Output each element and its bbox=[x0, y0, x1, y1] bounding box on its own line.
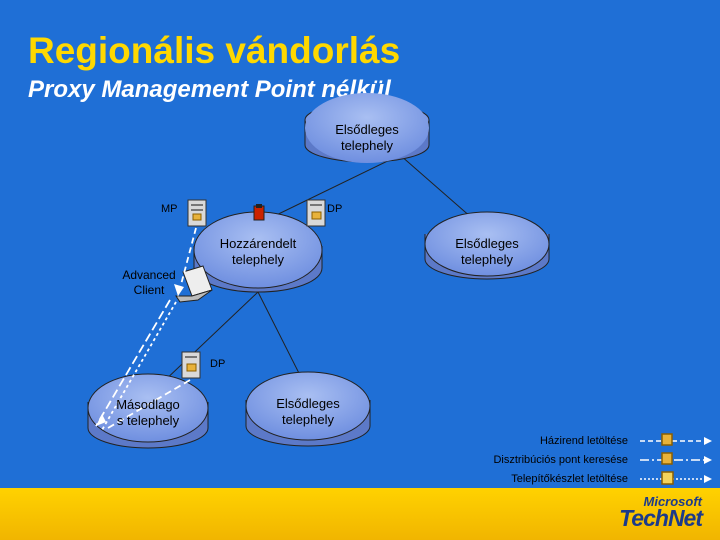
mp-label: MP bbox=[161, 203, 178, 215]
site-bottom-label: Elsődleges telephely bbox=[276, 396, 340, 427]
site-bottom bbox=[245, 371, 371, 447]
link-center-secondary bbox=[159, 291, 259, 386]
site-top-label: Elsődleges telephely bbox=[335, 122, 399, 153]
mp-server-icon bbox=[187, 199, 207, 227]
site-top bbox=[304, 93, 430, 163]
technet-logo: Microsoft TechNet bbox=[611, 494, 706, 534]
slide-title: Regionális vándorlás bbox=[28, 30, 401, 71]
site-right-label: Elsődleges telephely bbox=[455, 236, 519, 267]
house-icon bbox=[253, 204, 265, 221]
policy-path-arrow bbox=[177, 227, 197, 297]
site-right bbox=[424, 211, 550, 280]
legend-package: Telepítőkészlet letöltése bbox=[511, 473, 628, 485]
footer-bar bbox=[0, 488, 720, 540]
site-center-label: Hozzárendelt telephely bbox=[219, 236, 297, 267]
site-center bbox=[193, 211, 323, 293]
slide-subtitle: Proxy Management Point nélkül bbox=[28, 76, 391, 103]
traffic-arrows bbox=[95, 227, 197, 431]
site-secondary bbox=[87, 373, 209, 449]
dp-bottom-server-icon bbox=[181, 351, 201, 379]
package-arrow bbox=[101, 301, 177, 431]
technet-wordmark: TechNet bbox=[619, 505, 703, 531]
laptop-icon bbox=[175, 265, 213, 303]
dp-bottom-label: DP bbox=[210, 358, 226, 370]
site-secondary-label: Másodlagos telephely bbox=[116, 397, 180, 428]
legend-dp-lookup: Disztribúciós pont keresése bbox=[493, 454, 628, 466]
legend-policy: Házirend letöltése bbox=[539, 435, 628, 447]
dp-lookup-arrow bbox=[95, 299, 171, 427]
dp-top-label: DP bbox=[327, 203, 343, 215]
legend-lines bbox=[640, 433, 712, 485]
microsoft-wordmark: Microsoft bbox=[643, 494, 703, 509]
client-label: Advanced Client bbox=[122, 268, 176, 297]
dp-to-client-arrow bbox=[107, 379, 191, 429]
dp-top-server-icon bbox=[306, 199, 326, 227]
link-top-center bbox=[261, 154, 401, 223]
